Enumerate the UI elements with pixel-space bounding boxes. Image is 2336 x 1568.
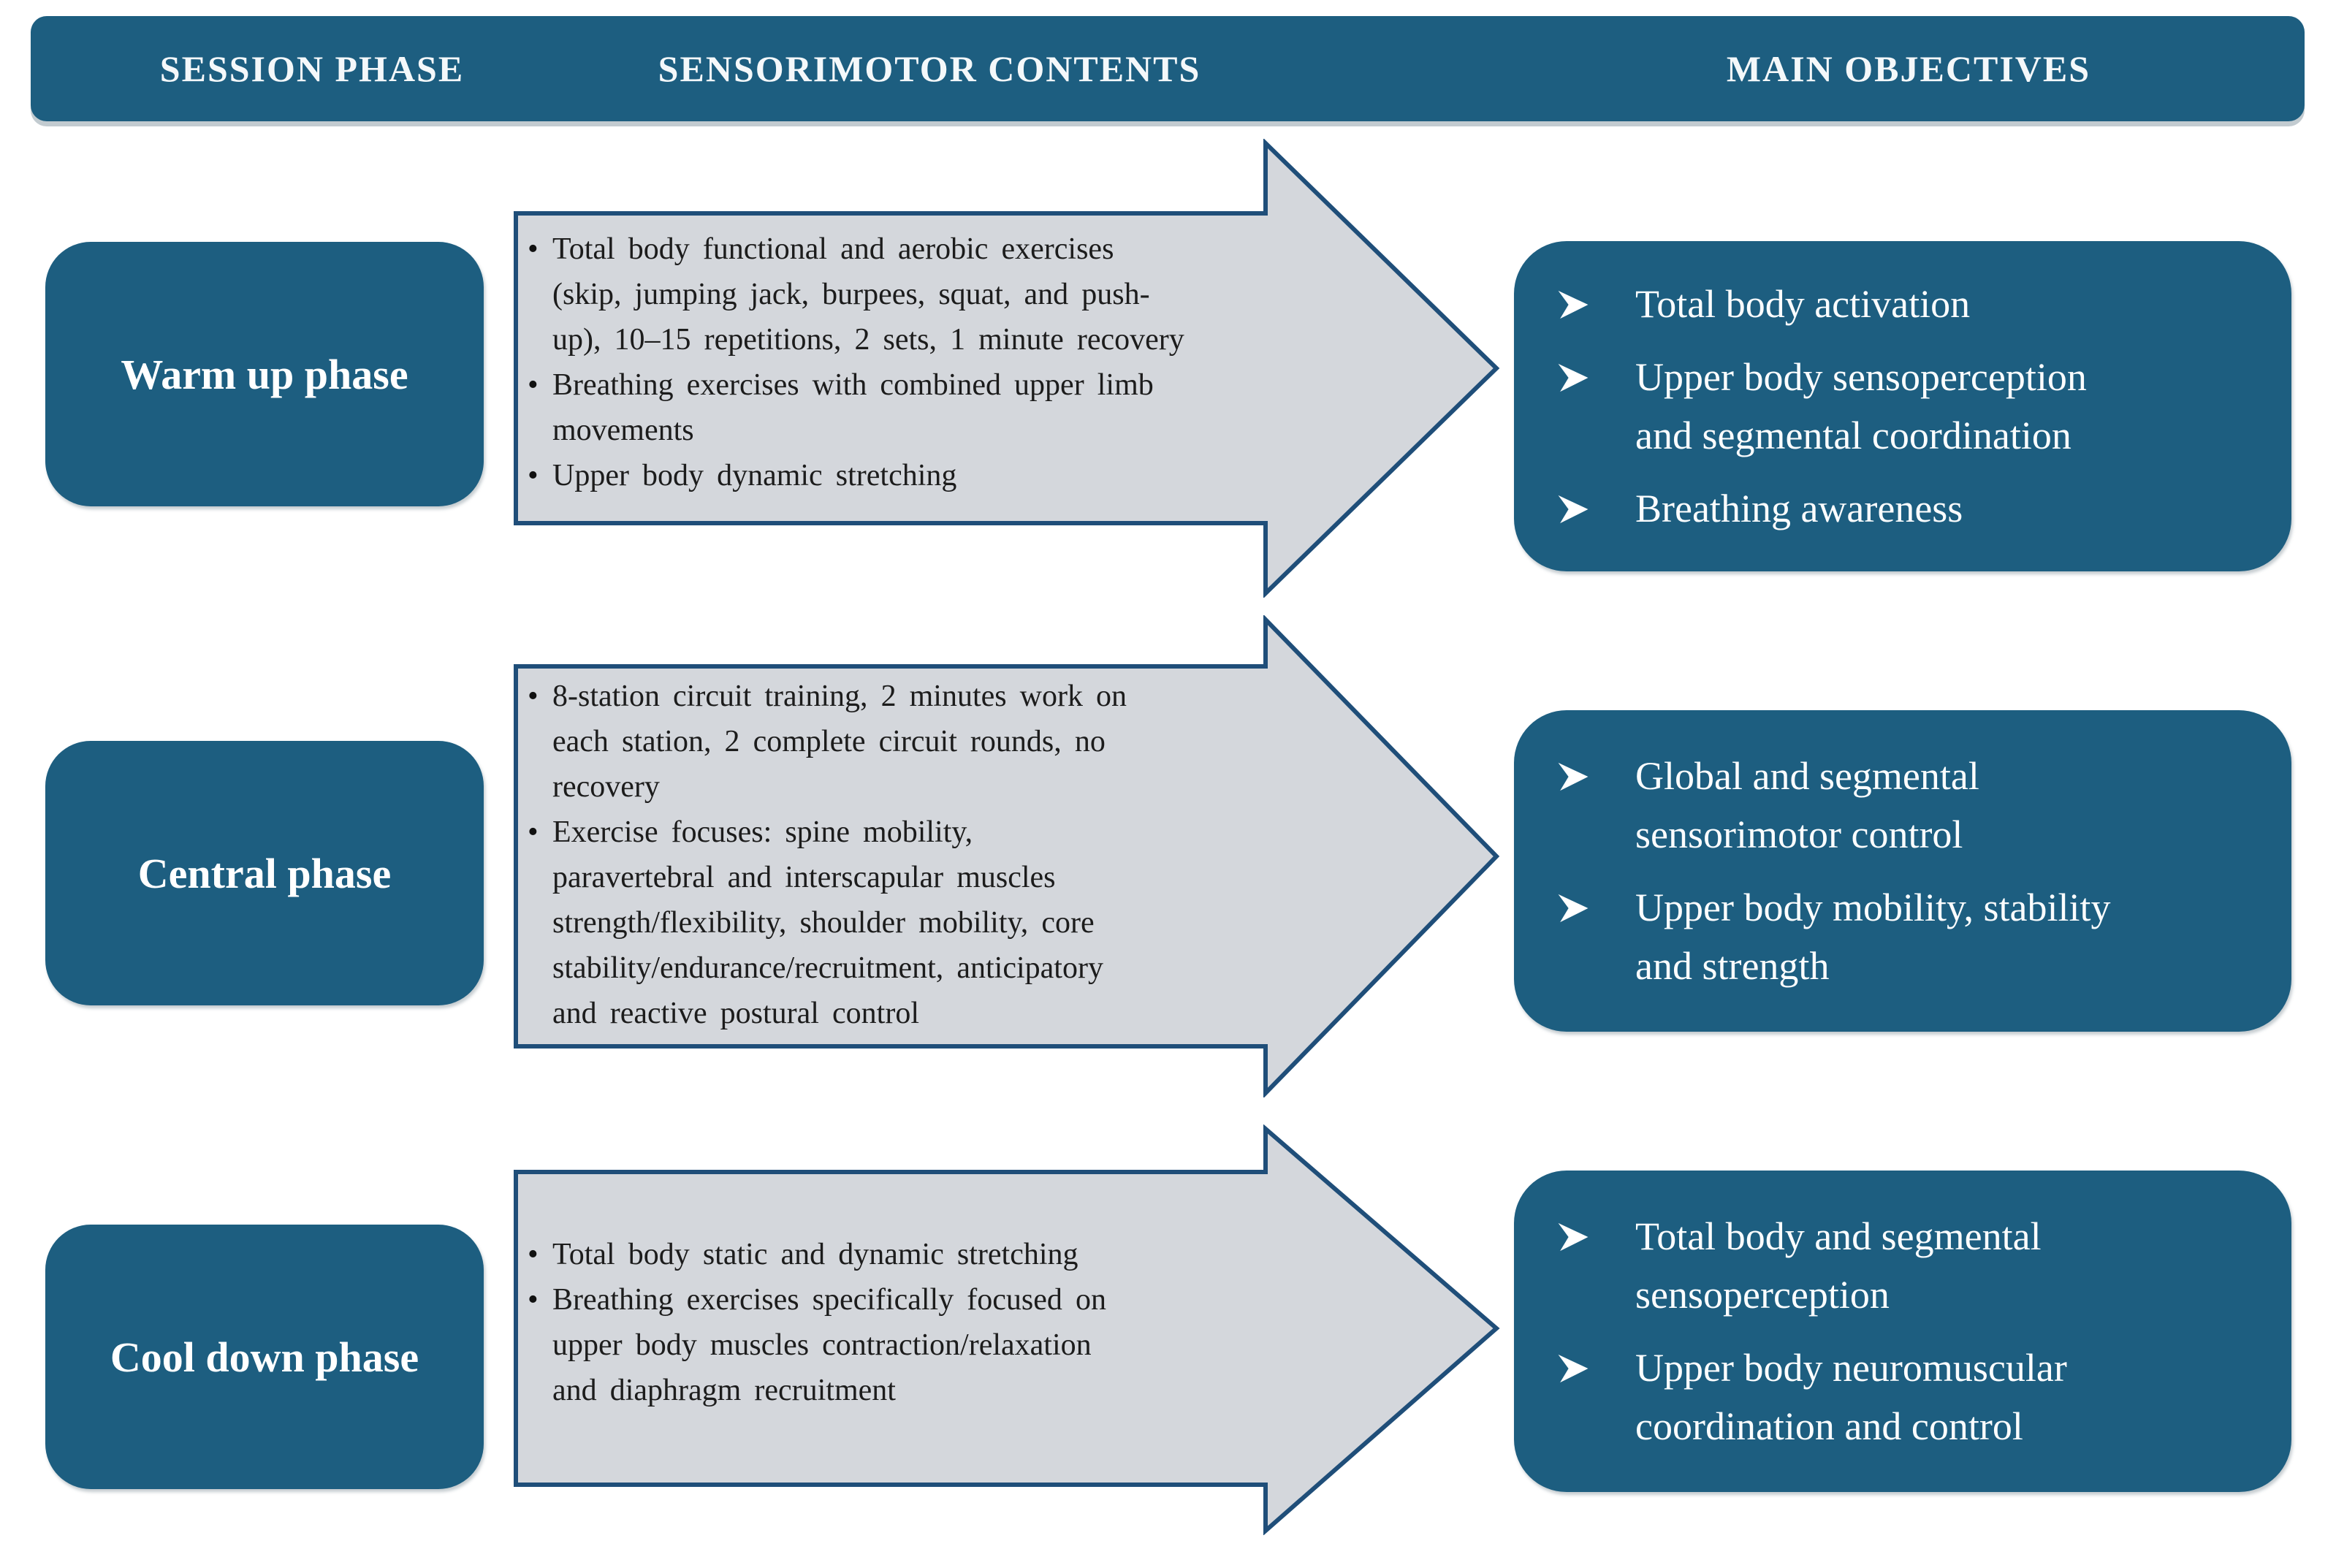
phase-label: Cool down phase [110, 1333, 419, 1381]
content-list-central: • 8-station circuit training, 2 minutes … [528, 674, 1266, 1036]
dot-bullet-icon: • [528, 459, 539, 492]
objective-item: Global and segmental sensorimotor contro… [1556, 747, 2270, 864]
objective-text: Total body and segmental sensoperception [1635, 1214, 2042, 1317]
content-text: Upper body dynamic stretching [552, 459, 957, 492]
content-item: • Total body static and dynamic stretchi… [528, 1232, 1266, 1277]
content-item: • Upper body dynamic stretching [528, 453, 1266, 498]
content-text: Breathing exercises specifically focused… [552, 1283, 1106, 1407]
dot-bullet-icon: • [528, 232, 539, 266]
objective-item: Upper body mobility, stability and stren… [1556, 878, 2270, 995]
objective-text: Upper body sensoperception and segmental… [1635, 355, 2087, 457]
header-col-session-phase: SESSION PHASE [159, 48, 465, 89]
objective-item: Upper body sensoperception and segmental… [1556, 348, 2270, 465]
phase-box-central: Central phase [45, 741, 484, 1005]
header-bar: SESSION PHASE SENSORIMOTOR CONTENTS MAIN… [31, 16, 2305, 121]
dot-bullet-icon: • [528, 368, 539, 402]
objective-item: Total body and segmental sensoperception [1556, 1207, 2270, 1324]
objective-text: Breathing awareness [1635, 487, 1963, 530]
content-text: Breathing exercises with combined upper … [552, 368, 1154, 447]
content-list-cool-down: • Total body static and dynamic stretchi… [528, 1232, 1266, 1413]
header-col-sensorimotor-contents: SENSORIMOTOR CONTENTS [658, 48, 1201, 89]
content-text: Exercise focuses: spine mobility, parave… [552, 815, 1103, 1030]
phase-box-warm-up: Warm up phase [45, 242, 484, 506]
arrowhead-bullet-icon [1558, 1354, 1589, 1383]
objective-item: Total body activation [1556, 275, 2270, 333]
objectives-box-warm-up: Total body activation Upper body sensope… [1514, 241, 2291, 571]
objectives-box-central: Global and segmental sensorimotor contro… [1514, 710, 2291, 1032]
content-item: • Exercise focuses: spine mobility, para… [528, 810, 1266, 1036]
objective-text: Global and segmental sensorimotor contro… [1635, 754, 1979, 856]
content-text: Total body static and dynamic stretching [552, 1238, 1078, 1271]
dot-bullet-icon: • [528, 1283, 539, 1317]
content-list-warm-up: • Total body functional and aerobic exer… [528, 227, 1266, 498]
arrowhead-bullet-icon [1558, 1222, 1589, 1252]
objective-text: Upper body neuromuscular coordination an… [1635, 1346, 2067, 1448]
phase-box-cool-down: Cool down phase [45, 1225, 484, 1489]
content-item: • Breathing exercises specifically focus… [528, 1277, 1266, 1413]
content-item: • Breathing exercises with combined uppe… [528, 362, 1266, 453]
dot-bullet-icon: • [528, 1238, 539, 1271]
arrowhead-bullet-icon [1558, 894, 1589, 923]
objective-text: Upper body mobility, stability and stren… [1635, 886, 2111, 988]
content-item: • Total body functional and aerobic exer… [528, 227, 1266, 362]
arrowhead-bullet-icon [1558, 290, 1589, 319]
dot-bullet-icon: • [528, 680, 539, 713]
arrowhead-bullet-icon [1558, 495, 1589, 524]
arrowhead-bullet-icon [1558, 762, 1589, 791]
objective-item: Upper body neuromuscular coordination an… [1556, 1339, 2270, 1455]
objectives-box-cool-down: Total body and segmental sensoperception… [1514, 1171, 2291, 1492]
objective-item: Breathing awareness [1556, 479, 2270, 538]
dot-bullet-icon: • [528, 815, 539, 849]
objective-text: Total body activation [1635, 282, 1971, 326]
phase-label: Central phase [137, 849, 392, 897]
arrowhead-bullet-icon [1558, 363, 1589, 392]
phase-label: Warm up phase [121, 350, 408, 398]
header-col-main-objectives: MAIN OBJECTIVES [1726, 48, 2091, 89]
content-text: 8-station circuit training, 2 minutes wo… [552, 680, 1127, 804]
content-item: • 8-station circuit training, 2 minutes … [528, 674, 1266, 810]
content-text: Total body functional and aerobic exerci… [552, 232, 1184, 357]
